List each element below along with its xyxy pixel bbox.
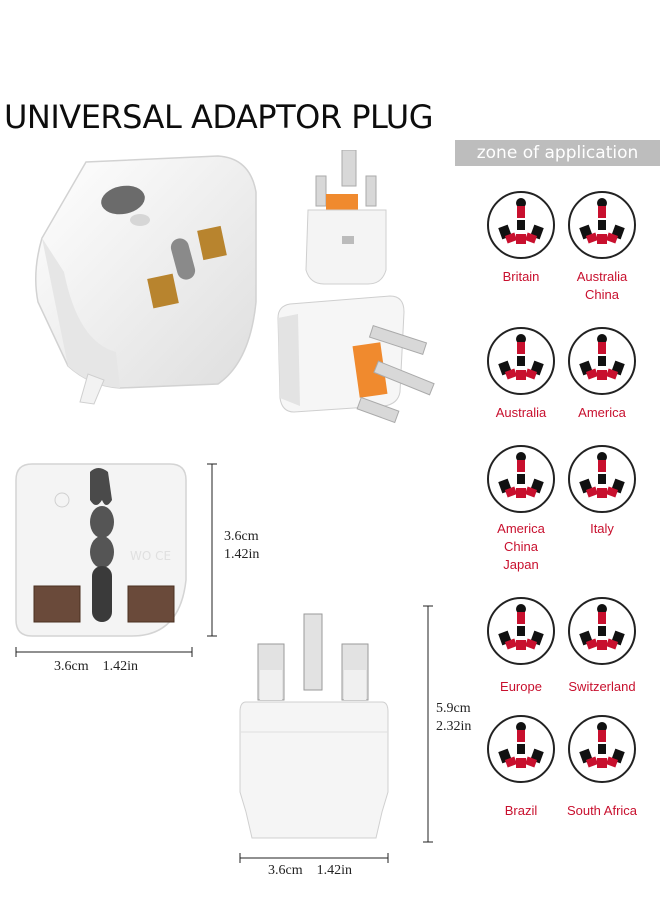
adapter-side-image [277,295,435,424]
socket-icon [567,714,637,784]
front-height-dimension-line [207,463,217,637]
socket-icon [486,190,556,260]
page-title: UNIVERSAL ADAPTOR PLUG [4,98,433,136]
region-label: Italy [590,521,614,536]
adapter-upright-image [305,150,387,285]
zone-heading: zone of application [455,140,660,166]
socket-icon [567,596,637,666]
socket-icon [486,326,556,396]
socket-icon [567,444,637,514]
back-width-dimension-line [239,853,389,863]
svg-text:WO CE: WO CE [130,549,171,563]
region-label: America China Japan [497,521,545,572]
adapter-back-view-image [239,613,389,839]
region-label: Brazil [504,803,538,818]
front-width-dimension-line [15,647,193,657]
adapter-front-angle-image [35,155,257,405]
socket-icon [486,596,556,666]
region-label: Britain [502,269,540,284]
region-label: Australia [495,405,547,420]
socket-icon [486,444,556,514]
front-height-in: 1.42in [224,547,260,562]
region-label: America [578,405,626,420]
region-label: Europe [500,679,542,694]
back-height-cm: 5.9cm [436,701,471,716]
region-label: South Africa [566,803,638,818]
socket-icon [486,714,556,784]
region-label: Switzerland [568,679,636,694]
adapter-front-view-image: WO CE [15,463,187,637]
back-height-dimension-line [423,605,433,843]
back-width: 3.6cm 1.42in [268,863,352,878]
socket-icon [567,190,637,260]
front-width: 3.6cm 1.42in [54,659,138,674]
socket-icon [567,326,637,396]
front-height-cm: 3.6cm [224,529,259,544]
back-height-in: 2.32in [436,719,472,734]
region-label: Australia China [576,269,628,302]
